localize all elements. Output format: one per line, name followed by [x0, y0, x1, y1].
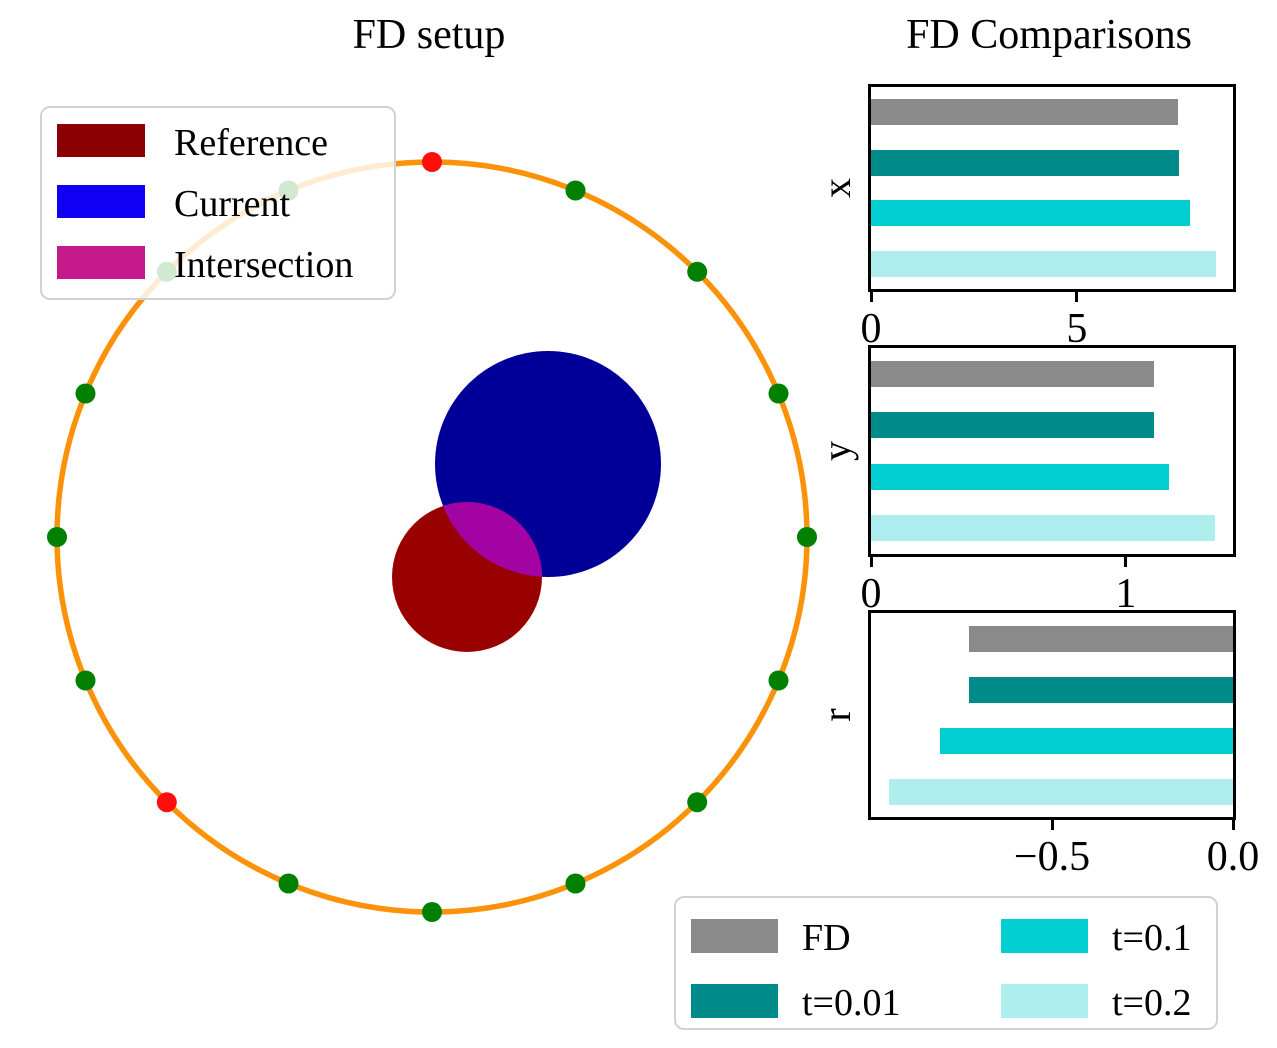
bar-t=0.01	[871, 149, 1179, 176]
sample-point-highlight	[422, 152, 442, 172]
x-tick-label: 1	[1115, 571, 1137, 617]
sample-point	[768, 383, 789, 404]
chart-x	[868, 84, 1236, 292]
chart-y	[868, 345, 1236, 557]
sample-point	[565, 873, 586, 894]
legend-label-t=0.1: t=0.1	[1112, 917, 1192, 959]
x-tick	[869, 557, 873, 567]
x-tick-label: 0	[860, 571, 882, 617]
legend-swatch-t=0.1	[1001, 919, 1088, 953]
bar-FD	[871, 360, 1154, 387]
bar-t=0.1	[871, 463, 1170, 490]
chart-r	[868, 610, 1236, 820]
legend-label-FD: FD	[802, 917, 851, 959]
sample-point	[687, 261, 708, 282]
sample-point-highlight	[156, 792, 177, 813]
sample-point	[278, 873, 299, 894]
x-tick-label: 0.0	[1206, 834, 1260, 880]
sample-point	[687, 792, 708, 813]
legend-label-Intersection: Intersection	[174, 243, 354, 286]
legend-swatch-t=0.01	[691, 984, 778, 1018]
x-tick-label: 5	[1066, 306, 1088, 352]
legend-swatch-t=0.2	[1001, 984, 1088, 1018]
bar-t=0.01	[871, 412, 1154, 439]
comparisons-legend: FD t=0.01 t=0.1 t=0.2	[674, 896, 1218, 1030]
sample-point	[422, 902, 442, 922]
legend-swatch-Current	[57, 185, 145, 218]
x-tick	[1075, 292, 1079, 302]
legend-label-t=0.2: t=0.2	[1112, 982, 1192, 1024]
sample-point	[75, 670, 96, 691]
y-axis-label-r: r	[813, 708, 859, 722]
y-axis-label-x: x	[813, 178, 859, 198]
bar-t=0.01	[968, 676, 1233, 703]
bar-t=0.2	[871, 250, 1216, 277]
y-axis-label-y: y	[813, 441, 859, 461]
legend-label-Reference: Reference	[174, 121, 328, 164]
bar-FD	[871, 99, 1178, 126]
x-tick	[869, 292, 873, 302]
bar-t=0.1	[871, 200, 1190, 227]
x-tick-label: 0	[860, 306, 882, 352]
x-tick	[1050, 820, 1054, 830]
sample-point	[797, 527, 817, 547]
legend-label-t=0.01: t=0.01	[802, 982, 901, 1024]
bar-t=0.1	[939, 727, 1233, 754]
legend-swatch-FD	[691, 919, 778, 953]
left-plot-title: FD setup	[352, 12, 506, 58]
bar-t=0.2	[871, 515, 1216, 542]
bar-FD	[968, 625, 1233, 652]
sample-point	[75, 383, 96, 404]
sample-point	[47, 527, 67, 547]
x-tick	[1124, 557, 1128, 567]
sample-point	[768, 670, 789, 691]
right-plot-title: FD Comparisons	[906, 12, 1192, 58]
intersection-region	[435, 502, 542, 577]
legend-swatch-Intersection	[57, 246, 145, 279]
legend-swatch-Reference	[57, 124, 145, 157]
sample-point	[565, 180, 586, 201]
bar-t=0.2	[889, 778, 1233, 805]
x-tick-label: −0.5	[1013, 834, 1091, 880]
legend-label-Current: Current	[174, 182, 291, 225]
x-tick	[1231, 820, 1235, 830]
